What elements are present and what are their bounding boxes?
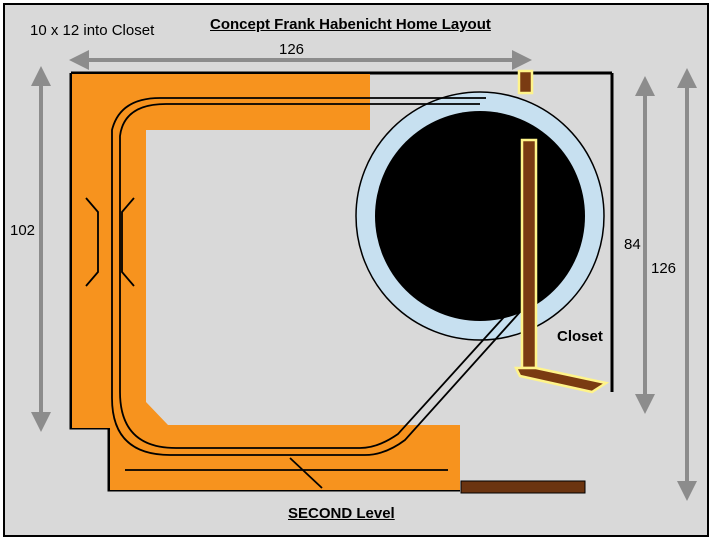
dim-label-left: 102 — [10, 222, 36, 239]
closet-wall-divider — [520, 138, 538, 370]
closet-wall-angled — [513, 366, 610, 394]
crossover-marks — [85, 197, 135, 287]
benchwork — [72, 74, 460, 490]
dim-label-right: 126 — [651, 260, 677, 277]
room-size-label: 10 x 12 into Closet — [30, 22, 155, 39]
helix-core — [375, 111, 585, 321]
level-label: SECOND Level — [288, 505, 395, 522]
closet-wall-top — [517, 69, 534, 95]
dim-label-closet: 84 — [624, 236, 641, 253]
track-mainline — [111, 97, 521, 489]
dim-label-top: 126 — [279, 41, 305, 58]
closet-shelf — [460, 480, 586, 494]
closet-label: Closet — [557, 328, 603, 345]
diagram-title: Concept Frank Habenicht Home Layout — [210, 16, 491, 33]
